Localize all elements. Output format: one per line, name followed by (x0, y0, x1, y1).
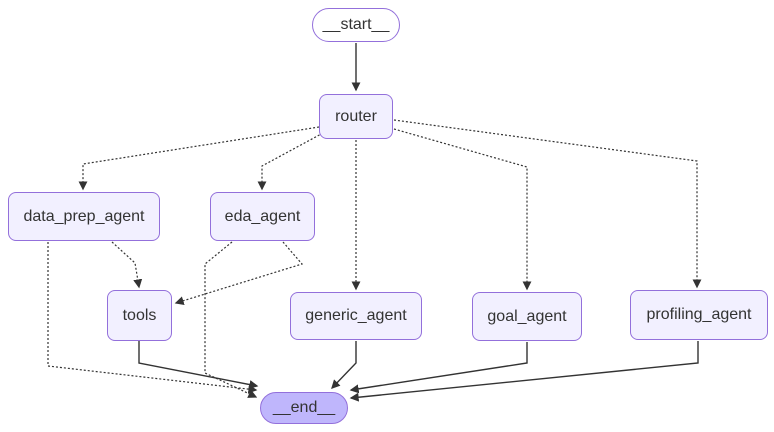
edge-data_prep_agent-to-end (47, 242, 258, 394)
node-data-prep-agent-label: data_prep_agent (23, 207, 145, 225)
node-tools: tools (107, 290, 172, 341)
node-start-label: __start__ (322, 16, 390, 33)
node-start: __start__ (312, 8, 400, 42)
node-eda-agent: eda_agent (210, 192, 315, 241)
edge-profiling_agent-to-end (349, 341, 699, 402)
edge-router-to-data_prep_agent (78, 126, 320, 191)
node-router: router (319, 94, 393, 139)
edge-router-to-profiling_agent (393, 119, 702, 289)
edge-generic_agent-to-end (331, 341, 357, 389)
node-profiling-agent: profiling_agent (630, 290, 768, 340)
edge-router-to-goal_agent (393, 128, 532, 291)
node-tools-label: tools (122, 306, 157, 324)
edge-goal_agent-to-end (349, 342, 528, 394)
edge-tools-to-end (138, 341, 259, 389)
edge-data_prep_agent-to-tools (111, 241, 143, 289)
edge-eda_agent-to-tools (174, 241, 304, 306)
node-profiling-agent-label: profiling_agent (646, 306, 752, 323)
edge-eda_agent-to-end (204, 241, 258, 398)
node-end: __end__ (260, 392, 348, 424)
node-generic-agent: generic_agent (290, 292, 422, 340)
node-goal-agent: goal_agent (472, 292, 582, 341)
node-router-label: router (335, 107, 377, 125)
node-data-prep-agent: data_prep_agent (8, 192, 160, 241)
node-eda-agent-label: eda_agent (224, 207, 301, 225)
node-goal-agent-label: goal_agent (487, 307, 567, 325)
node-generic-agent-label: generic_agent (305, 307, 407, 324)
node-end-label: __end__ (272, 399, 336, 416)
edge-router-to-eda_agent (257, 132, 324, 191)
